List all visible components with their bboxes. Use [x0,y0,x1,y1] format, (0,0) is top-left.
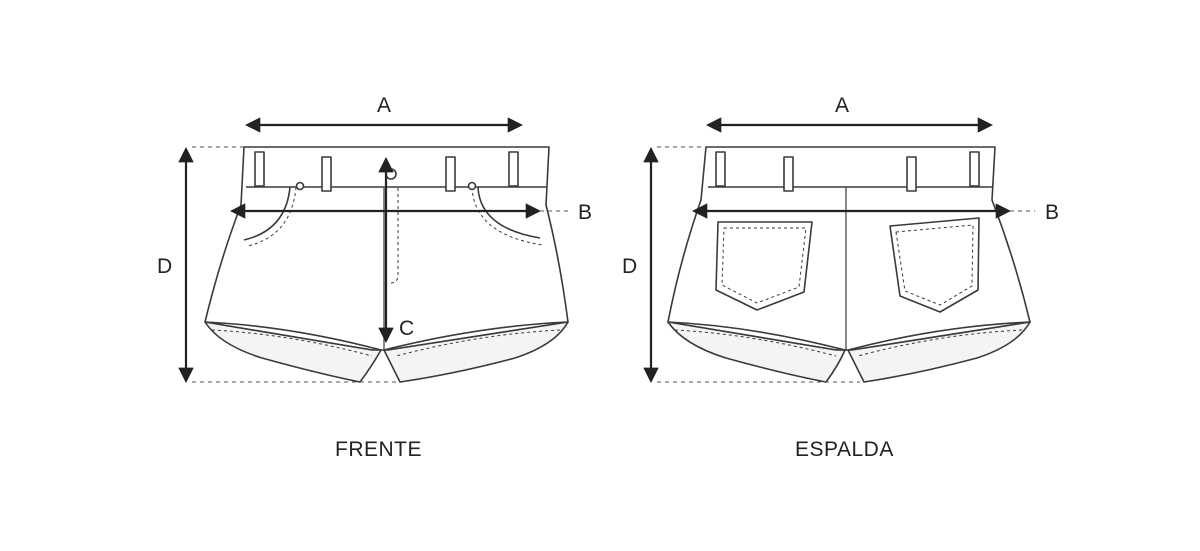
front-belt-loop [321,156,332,192]
front-right-leg-hem [383,321,569,383]
back-measure-d [643,146,860,384]
back-belt-loop [906,156,917,192]
back-right-leg-hem [847,321,1031,383]
back-label-a: A [835,94,850,117]
front-left-pocket [243,186,291,241]
front-belt-loop [508,151,519,187]
back-label-b: B [1045,201,1060,224]
front-label-b: B [578,201,593,224]
front-label-a: A [377,94,392,117]
front-belt-loop [445,156,456,192]
back-label-d: D [622,255,638,278]
front-label-c: C [399,317,415,340]
back-left-pocket [715,221,813,311]
back-right-pocket [889,217,980,313]
front-belt-loop [254,151,265,187]
front-left-leg-hem [204,321,382,383]
front-button [385,168,397,180]
back-belt-loop [969,151,980,187]
back-left-leg-hem [667,321,846,383]
front-caption: FRENTE [335,438,422,461]
front-label-d: D [157,255,173,278]
back-belt-loop [715,151,726,187]
back-shorts [667,146,1031,383]
front-measure-d [178,146,400,384]
front-right-pocket [477,186,541,239]
back-caption: ESPALDA [795,438,894,461]
back-belt-loop [783,156,794,192]
